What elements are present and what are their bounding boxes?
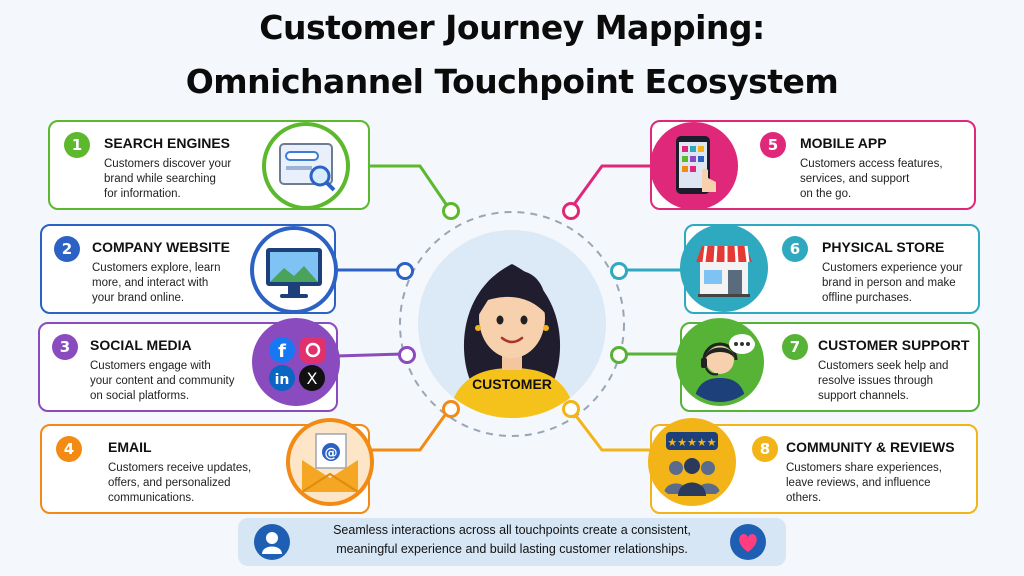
summary-banner (238, 518, 786, 566)
email-envelope-icon: @ (286, 418, 374, 506)
connector-4 (372, 407, 452, 452)
card-description: Customers receive updates,offers, and pe… (108, 462, 252, 504)
svg-text:X: X (307, 369, 318, 388)
svg-text:in: in (275, 372, 290, 388)
node-7 (610, 346, 628, 364)
card-description: Customers share experiences,leave review… (786, 462, 942, 504)
svg-text:★★★★★: ★★★★★ (667, 436, 716, 449)
svg-text:f: f (278, 341, 286, 362)
number-badge: 2 (54, 236, 80, 262)
card-description: Customers access features,services, and … (800, 158, 943, 200)
card-title: SEARCH ENGINES (104, 135, 231, 151)
website-monitor-icon (250, 226, 338, 314)
node-5 (562, 202, 580, 220)
number-badge: 8 (752, 436, 778, 462)
social-media-icons: f in X (252, 318, 340, 406)
card-title: PHYSICAL STORE (822, 239, 945, 255)
heart-icon (730, 524, 766, 560)
card-title: COMMUNITY & REVIEWS (786, 439, 955, 455)
number-badge: 1 (64, 132, 90, 158)
node-6 (610, 262, 628, 280)
number-badge: 6 (782, 236, 808, 262)
customer-avatar (418, 230, 606, 418)
support-agent-icon (676, 318, 764, 406)
connector-3 (335, 352, 405, 358)
card-title: MOBILE APP (800, 135, 887, 151)
card-title: EMAIL (108, 439, 152, 455)
search-engine-icon (262, 122, 350, 210)
card-title: SOCIAL MEDIA (90, 337, 192, 353)
node-8 (562, 400, 580, 418)
card-title: COMPANY WEBSITE (92, 239, 230, 255)
number-badge: 7 (782, 334, 808, 360)
node-2 (396, 262, 414, 280)
connector-1 (368, 164, 452, 211)
connector-5 (568, 164, 650, 211)
number-badge: 4 (56, 436, 82, 462)
node-1 (442, 202, 460, 220)
orbit-ring (399, 211, 625, 437)
mobile-app-icon (650, 122, 738, 210)
svg-text:@: @ (325, 446, 338, 461)
store-front-icon (680, 224, 768, 312)
summary-text: Seamless interactions across all touchpo… (333, 523, 691, 556)
title-line-2: Omnichannel Touchpoint Ecosystem (185, 62, 839, 101)
person-icon (254, 524, 290, 560)
number-badge: 5 (760, 132, 786, 158)
customer-label: CUSTOMER (472, 376, 552, 392)
node-3 (398, 346, 416, 364)
number-badge: 3 (52, 334, 78, 360)
title-line-1: Customer Journey Mapping: (259, 8, 765, 47)
card-title: CUSTOMER SUPPORT (818, 337, 970, 353)
community-reviews-icon: ★★★★★ (648, 418, 736, 506)
node-4 (442, 400, 460, 418)
connector-8 (568, 407, 650, 452)
